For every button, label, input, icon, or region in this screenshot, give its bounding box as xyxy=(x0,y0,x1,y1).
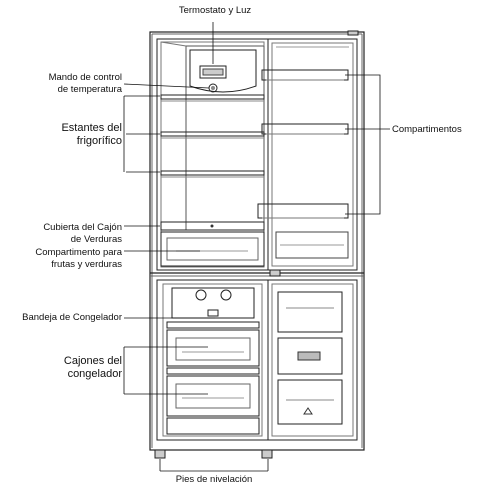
label-leveling-feet: Pies de nivelación xyxy=(175,474,253,485)
crisper-drawer xyxy=(160,231,265,267)
leveling-feet xyxy=(154,449,273,459)
label-freezer-tray: Bandeja de Congelador xyxy=(22,312,122,323)
door-compartments xyxy=(257,69,349,259)
label-freezer-drawers: Cajones del congelador xyxy=(63,355,122,380)
freezer-door xyxy=(267,279,358,441)
leader-lines xyxy=(123,22,390,472)
fridge-shelves xyxy=(160,94,265,178)
label-thermostat: Termostato y Luz xyxy=(178,5,252,16)
freezer-drawers xyxy=(166,321,260,435)
crisper-cover xyxy=(160,221,265,231)
label-door-compartments: Compartimentos xyxy=(392,124,462,135)
thermostat-light-display xyxy=(199,65,227,79)
freezer-tray xyxy=(171,287,255,319)
fridge-door xyxy=(267,38,358,271)
fridge-outline xyxy=(149,31,365,451)
label-fridge-shelves: Estantes del frigorífico xyxy=(61,122,122,147)
thermostat-housing xyxy=(189,49,257,93)
label-crisper-cover: Cubierta del Cajón de Verduras xyxy=(43,222,122,245)
label-temperature-knob: Mando de control de temperatura xyxy=(48,72,122,95)
label-crisper-drawer: Compartimento para frutas y verduras xyxy=(35,247,122,270)
